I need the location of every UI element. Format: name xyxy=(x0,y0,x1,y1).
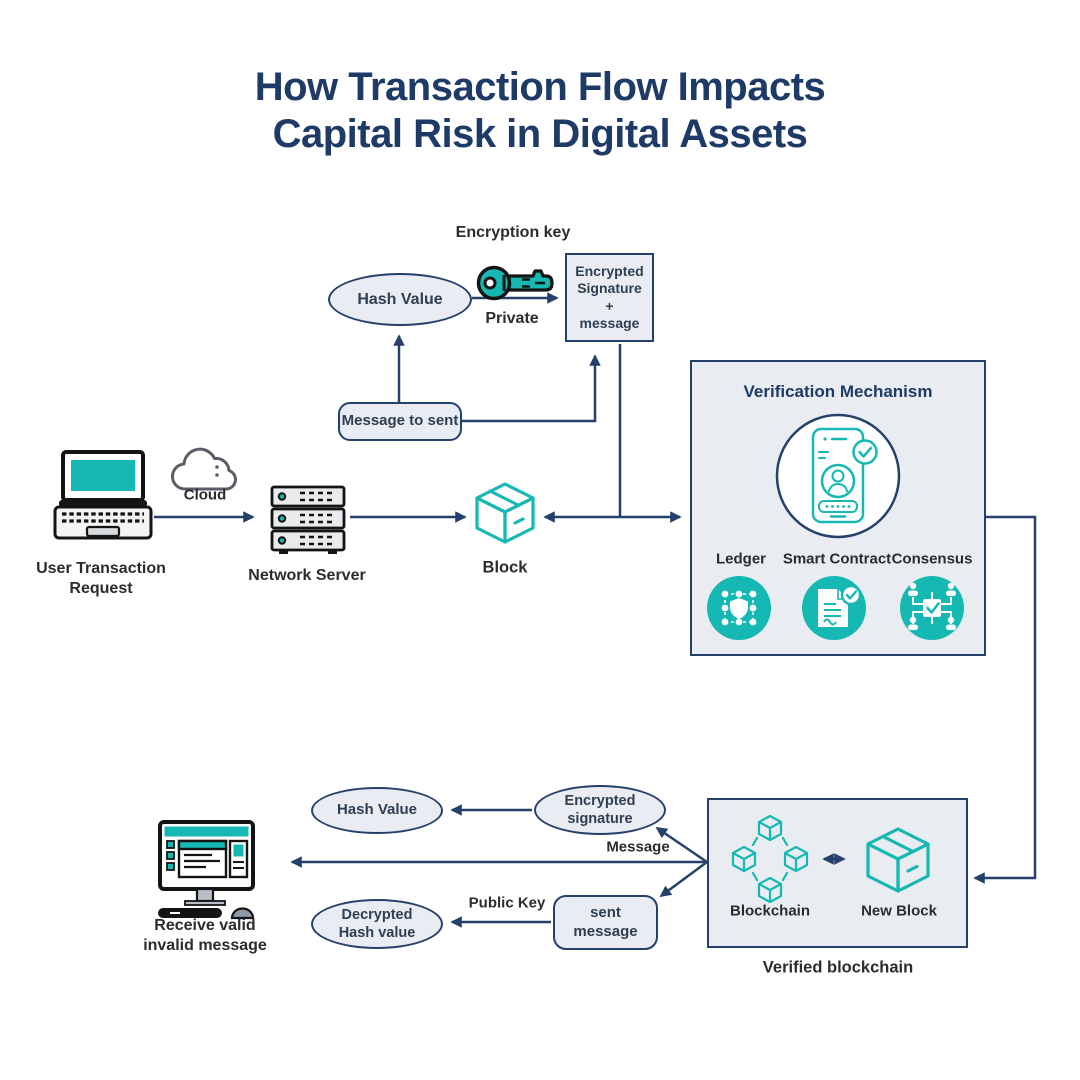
phone-verification-icon xyxy=(775,413,901,539)
private-key-label: Private xyxy=(485,310,539,327)
encrypted-signature-node: Encrypted signature xyxy=(534,785,666,835)
contract-check-icon xyxy=(802,576,866,640)
consensus-people-network-icon xyxy=(900,576,964,640)
page-title-line1: How Transaction Flow Impacts xyxy=(254,65,826,109)
encryption-key-label: Encryption key xyxy=(455,224,571,241)
network-server-icon xyxy=(270,485,346,554)
flow-arrows xyxy=(154,292,1037,928)
consensus-label: Consensus xyxy=(891,550,973,568)
new-block-label: New Block xyxy=(861,902,937,920)
ledger-shield-network-icon xyxy=(707,576,771,640)
verification-mechanism-title: Verification Mechanism xyxy=(743,382,933,401)
hash-value-node-top: Hash Value xyxy=(328,273,472,326)
verified-blockchain-panel xyxy=(707,798,968,948)
cloud-label: Cloud xyxy=(183,486,227,504)
decrypted-hash-value-node: Decrypted Hash value xyxy=(311,899,443,949)
blockchain-icon xyxy=(731,814,809,904)
user-transaction-request-label: User Transaction Request xyxy=(36,560,166,597)
laptop-icon xyxy=(53,450,153,540)
message-to-sent-box: Message to sent xyxy=(338,402,462,441)
public-key-label: Public Key xyxy=(468,894,546,912)
cloud-icon xyxy=(171,447,237,491)
hash-value-node-bottom: Hash Value xyxy=(311,787,443,834)
block-cube-icon xyxy=(475,482,535,544)
verified-blockchain-caption: Verified blockchain xyxy=(762,958,914,977)
block-label: Block xyxy=(482,558,528,577)
ledger-label: Ledger xyxy=(715,550,767,568)
new-block-cube-icon xyxy=(866,827,930,893)
page-title: How Transaction Flow Impacts Capital Ris… xyxy=(0,64,1080,158)
encrypted-signature-message-box: Encrypted Signature + message xyxy=(565,253,654,342)
sent-message-box: sent message xyxy=(553,895,658,950)
receive-message-label: Receive valid invalid message xyxy=(143,917,267,954)
blockchain-label: Blockchain xyxy=(729,902,811,920)
monitor-icon xyxy=(158,820,255,920)
encryption-key-icon xyxy=(476,265,554,301)
network-server-label: Network Server xyxy=(248,567,366,584)
smart-contract-label: Smart Contract xyxy=(782,550,892,568)
message-label: Message xyxy=(606,838,670,856)
page-title-line2: Capital Risk in Digital Assets xyxy=(272,112,808,156)
